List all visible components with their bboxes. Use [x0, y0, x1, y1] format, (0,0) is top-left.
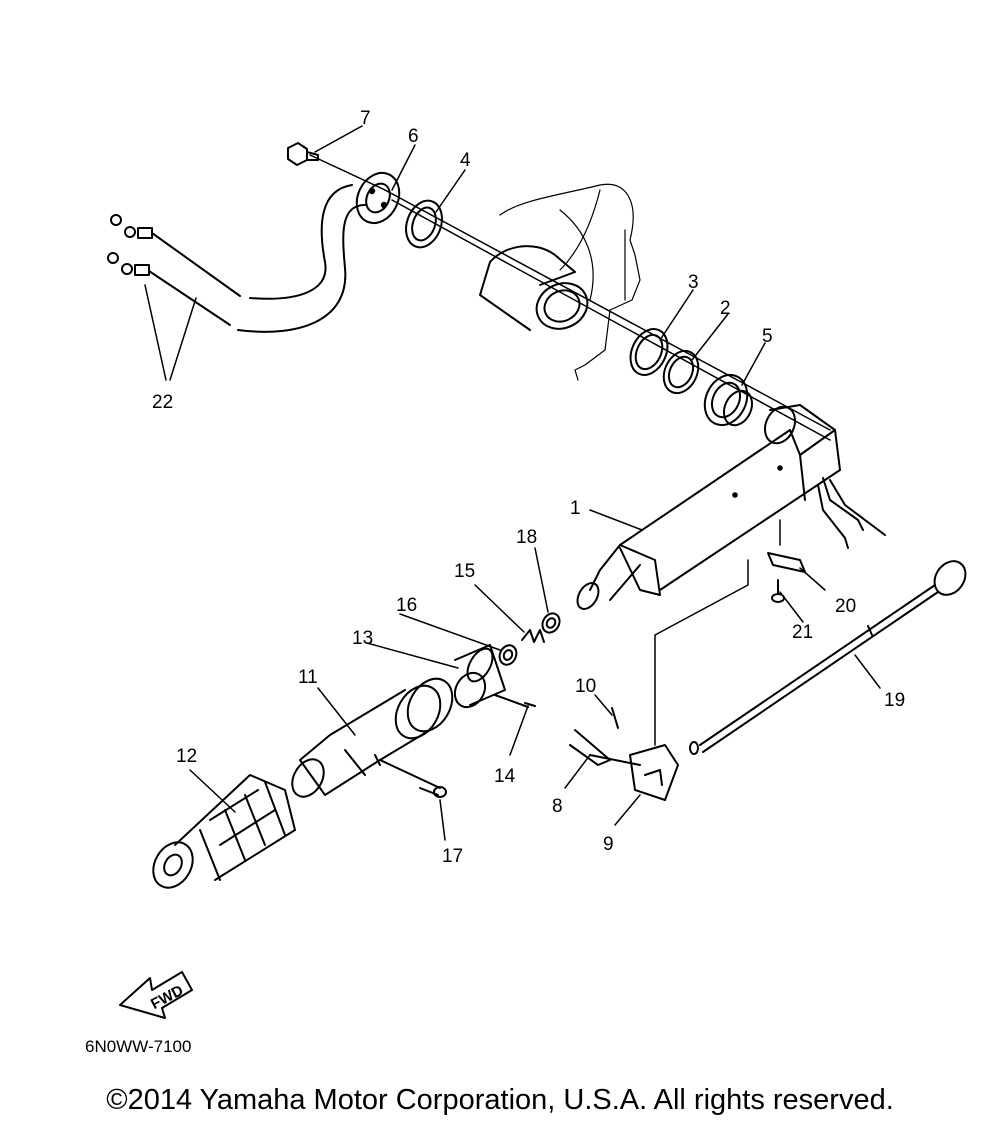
callout-6: 6 [408, 126, 419, 147]
part-4-washer [405, 199, 443, 249]
part-22-cables [107, 214, 241, 326]
part-8-friction-screw [569, 729, 641, 766]
part-2-washer [662, 349, 700, 395]
part-20-plate [767, 552, 806, 573]
part-12-grip [152, 774, 296, 889]
callout-10: 10 [575, 676, 596, 697]
part-21-screw [771, 579, 785, 603]
part-13-sleeve [453, 644, 506, 709]
diagram-code: 6N0WW-7100 [85, 1037, 191, 1056]
callout-16: 16 [396, 595, 417, 616]
assembly-axis [309, 154, 831, 441]
part-16-washer [498, 644, 518, 666]
part-14-pin [494, 694, 536, 708]
callout-13: 13 [352, 628, 373, 649]
callout-3: 3 [688, 272, 699, 293]
callout-7: 7 [360, 108, 371, 129]
part-1-handle-arm [576, 404, 886, 610]
callout-11: 11 [298, 667, 318, 688]
callout-1: 1 [570, 498, 581, 519]
fwd-label: FWD [148, 982, 186, 1013]
copyright-notice: ©2014 Yamaha Motor Corporation, U.S.A. A… [106, 1084, 894, 1116]
fwd-arrow-icon: FWD [119, 971, 193, 1019]
callout-18: 18 [516, 527, 537, 548]
part-15-spring [521, 629, 545, 643]
steering-bracket-tube [479, 245, 589, 331]
part-11-throttle-shaft [291, 677, 454, 798]
part-18-nut [541, 612, 561, 634]
callout-8: 8 [552, 796, 563, 817]
callout-19: 19 [884, 690, 905, 711]
part-7-bolt [287, 142, 319, 166]
part-19-rod [689, 560, 967, 755]
part-9-bracket [629, 744, 679, 801]
callout-4: 4 [460, 150, 471, 171]
part-17-screw [379, 759, 447, 798]
callout-2: 2 [720, 298, 731, 319]
engine-outline [499, 183, 641, 381]
callout-17: 17 [442, 846, 463, 867]
callout-20: 20 [835, 596, 856, 617]
assembly-lead-lines [654, 519, 781, 746]
part-6-plate [355, 171, 401, 225]
part-3-washer [629, 328, 669, 376]
callout-15: 15 [454, 561, 475, 582]
callout-labels: 7 6 4 3 2 5 22 1 18 15 16 13 11 10 14 12… [152, 108, 905, 867]
callout-12: 12 [176, 746, 197, 767]
callout-22: 22 [152, 392, 173, 413]
callout-9: 9 [603, 834, 614, 855]
callout-14: 14 [494, 766, 516, 787]
callout-21: 21 [792, 622, 813, 643]
cable-loop [237, 184, 366, 333]
callout-leaders [144, 125, 881, 841]
part-5-bushing [703, 373, 754, 427]
part-10-pin [611, 707, 619, 729]
callout-5: 5 [762, 326, 773, 347]
